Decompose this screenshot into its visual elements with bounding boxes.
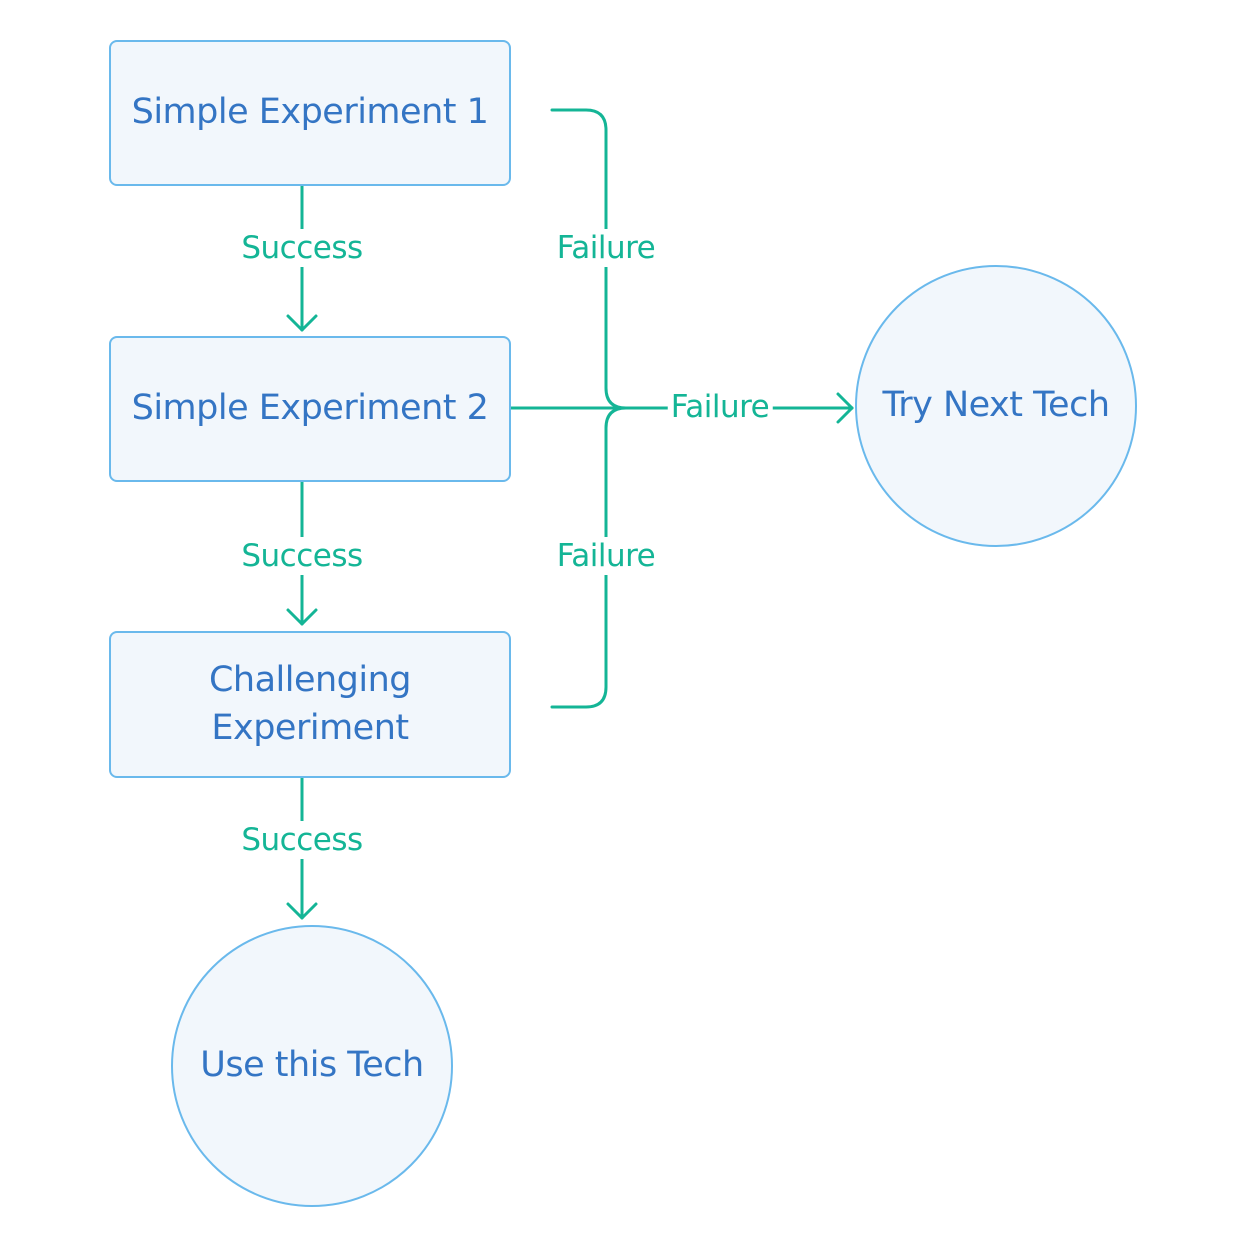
edge-label-failure: Failure — [553, 229, 659, 267]
edge-label-success: Success — [238, 229, 366, 267]
edge-exp3-to-next — [550, 406, 628, 709]
edge-exp2-to-exp3-arrow — [286, 608, 318, 626]
node-simple-experiment-1: Simple Experiment 1 — [109, 40, 511, 186]
edge-to-next-arrow — [836, 392, 854, 424]
edge-label-failure: Failure — [667, 388, 773, 426]
node-label: Challenging Experiment — [208, 660, 412, 748]
edge-exp1-to-exp2-arrow — [286, 314, 318, 332]
node-try-next-tech: Try Next Tech — [855, 265, 1137, 547]
edge-label-success: Success — [238, 537, 366, 575]
edge-label-success: Success — [238, 821, 366, 859]
edge-label-failure: Failure — [553, 537, 659, 575]
edge-exp3-to-use-arrow — [286, 902, 318, 920]
node-simple-experiment-2: Simple Experiment 2 — [109, 336, 511, 482]
node-challenging-experiment: Challenging Experiment — [109, 631, 511, 778]
node-label: Simple Experiment 2 — [131, 388, 489, 429]
node-label: Use this Tech — [200, 1045, 424, 1086]
node-use-this-tech: Use this Tech — [171, 925, 453, 1207]
node-label: Simple Experiment 1 — [131, 92, 489, 133]
node-label: Try Next Tech — [882, 385, 1110, 426]
